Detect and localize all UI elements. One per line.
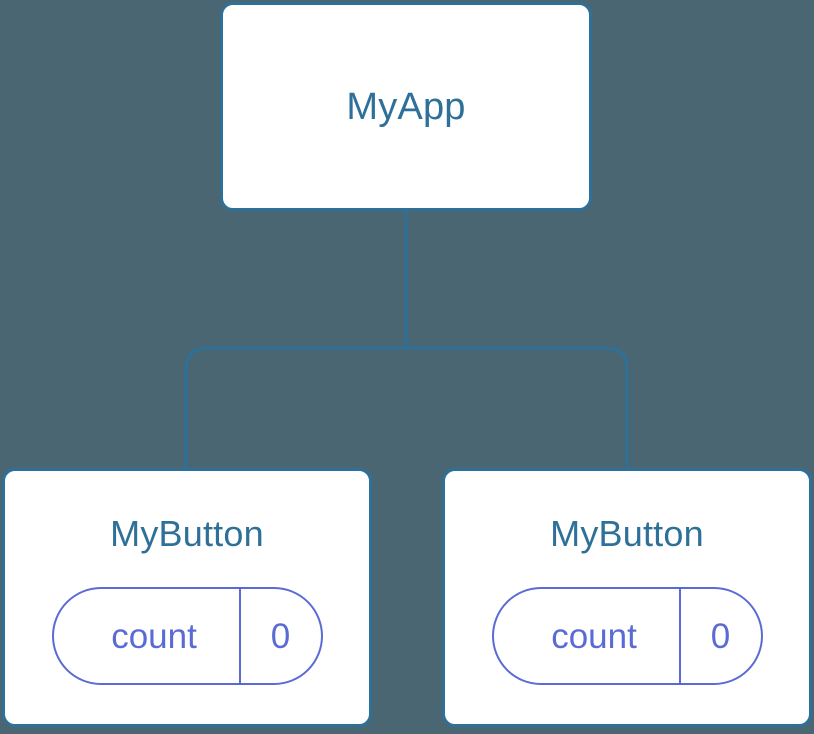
state-badge-right-value: 0: [678, 589, 761, 683]
state-badge-left-key: count: [111, 616, 197, 656]
node-mybutton-right[interactable]: MyButton count 0: [442, 468, 812, 727]
state-badge-right-key: count: [551, 616, 637, 656]
edge-root-to-children: [184, 346, 629, 470]
state-badge-right[interactable]: count 0: [491, 587, 763, 685]
node-myapp[interactable]: MyApp: [220, 2, 592, 211]
state-badge-left[interactable]: count 0: [51, 587, 323, 685]
node-mybutton-left-label: MyButton: [110, 513, 264, 554]
node-mybutton-left[interactable]: MyButton count 0: [2, 468, 372, 727]
node-mybutton-right-label: MyButton: [550, 513, 704, 554]
node-myapp-label: MyApp: [346, 85, 466, 128]
state-badge-left-value: 0: [238, 589, 321, 683]
